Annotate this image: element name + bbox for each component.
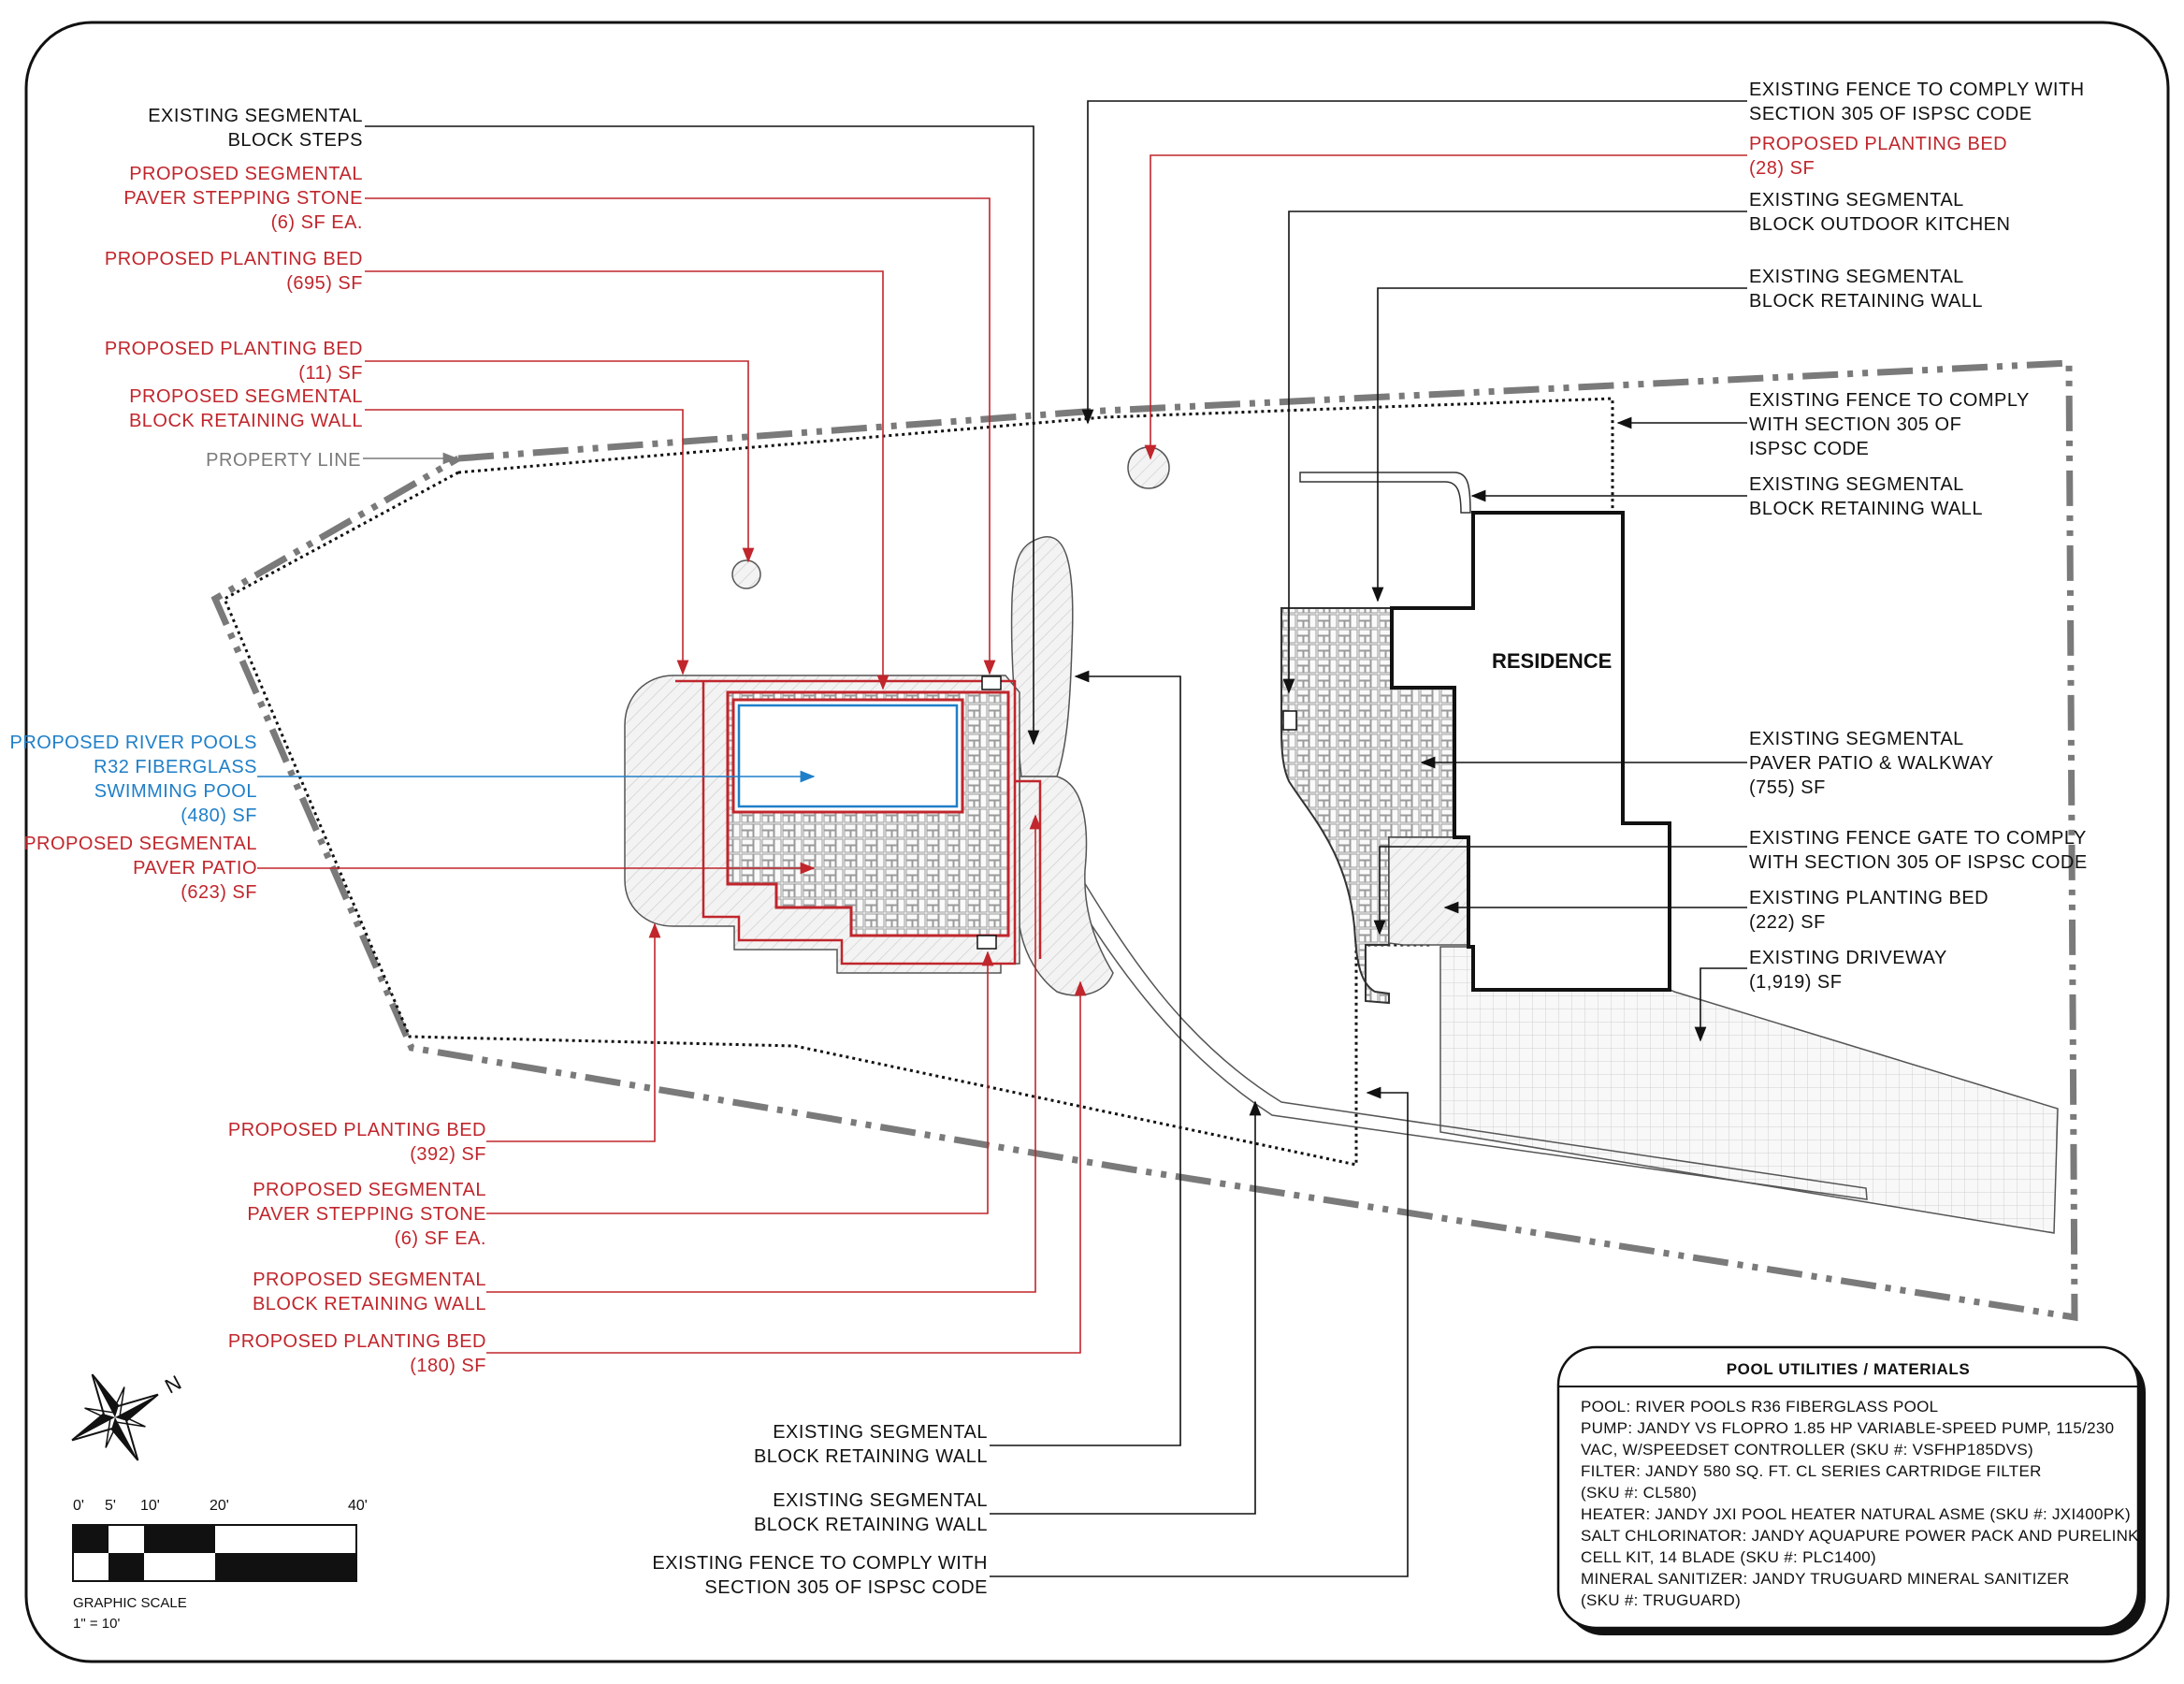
utilities-line: CELL KIT, 14 BLADE (SKU #: PLC1400) (1581, 1548, 1876, 1566)
label-existing-driveway: EXISTING DRIVEWAY(1,919) SF (1749, 948, 1947, 993)
graphic-scale: 0' 5' 10' 20' 40' GRAPHIC SCALE 1" = 10' (72, 1498, 368, 1632)
scale-tick-0: 0' (73, 1498, 84, 1514)
north-arrow-fill-d (72, 1414, 115, 1441)
label-proposed-planting-bed-392: PROPOSED PLANTING BED(392) SF (228, 1120, 486, 1165)
property-line (210, 359, 2078, 1322)
leaders-right (1081, 100, 1747, 1042)
stepping-stone (976, 935, 997, 950)
outdoor-kitchen-block (1282, 710, 1297, 731)
existing-block-steps (1010, 536, 1074, 777)
scale-seg-a (73, 1525, 108, 1553)
utilities-line: POOL: RIVER POOLS R36 FIBERGLASS POOL (1581, 1398, 1938, 1415)
utilities-line: PUMP: JANDY VS FLOPRO 1.85 HP VARIABLE-S… (1581, 1419, 2114, 1437)
proposed-planting-bed-180 (1019, 776, 1114, 996)
scale-ratio: 1" = 10' (73, 1616, 120, 1632)
utilities-line: (SKU #: TRUGUARD) (1581, 1591, 1741, 1609)
scale-title: GRAPHIC SCALE (73, 1595, 187, 1611)
proposed-retaining-wall (675, 679, 1017, 965)
utilities-table-frame (1556, 1345, 2140, 1630)
north-arrow-diag (84, 1386, 146, 1448)
proposed-retaining-wall-lower (1015, 779, 1042, 959)
scale-tick-5: 5' (105, 1498, 116, 1514)
label-proposed-planting-bed-28: PROPOSED PLANTING BED(28) SF (1749, 134, 2007, 179)
proposed-planting-bed-11 (731, 559, 761, 589)
scale-tick-10: 10' (140, 1498, 160, 1514)
north-arrow-fill-a (92, 1374, 119, 1417)
sheet-border (24, 21, 2170, 1663)
utilities-line: FILTER: JANDY 580 SQ. FT. CL SERIES CART… (1581, 1462, 2042, 1480)
north-arrow-fill-b (115, 1394, 158, 1421)
existing-paver-patio (1280, 607, 1455, 1005)
utilities-line: (SKU #: CL580) (1581, 1484, 1697, 1502)
north-arrow-fill-c (111, 1417, 138, 1460)
proposed-planting-bed-28 (1127, 446, 1170, 489)
label-proposed-planting-bed-695: PROPOSED PLANTING BED(695) SF (105, 249, 363, 294)
north-arrow (71, 1373, 159, 1461)
utilities-line: HEATER: JANDY JXI POOL HEATER NATURAL AS… (1581, 1505, 2131, 1523)
scale-seg-b (108, 1553, 144, 1581)
pool-water-edge (737, 704, 959, 808)
label-existing-planting-bed: EXISTING PLANTING BED(222) SF (1749, 888, 1989, 933)
residence-footprint (1390, 511, 1671, 992)
scale-tick-40: 40' (348, 1498, 368, 1514)
fence-line (457, 397, 1614, 510)
existing-walkway-strip (1055, 864, 1868, 1200)
utilities-table: POOL UTILITIES / MATERIALS POOL: RIVER P… (1556, 1345, 2146, 1635)
scale-tick-20: 20' (210, 1498, 229, 1514)
utilities-line: VAC, W/SPEEDSET CONTROLLER (SKU #: VSFHP… (1581, 1441, 2033, 1459)
leaders-bottom (486, 670, 1409, 1577)
north-arrow-label: N (161, 1371, 185, 1399)
scale-seg-d (215, 1553, 356, 1581)
leaders-left (257, 125, 1040, 875)
label-property-line: PROPERTY LINE (206, 450, 361, 471)
utilities-line: SALT CHLORINATOR: JANDY AQUAPURE POWER P… (1581, 1527, 2139, 1545)
residence-label: RESIDENCE (1492, 649, 1612, 673)
scale-seg-c (144, 1525, 215, 1553)
label-proposed-planting-bed-180: PROPOSED PLANTING BED(180) SF (228, 1331, 486, 1376)
label-proposed-planting-bed-11: PROPOSED PLANTING BED(11) SF (105, 339, 363, 384)
labels-bottom: PROPOSED PLANTING BED(392) SF PROPOSED S… (228, 1120, 988, 1598)
existing-planting-bed (1388, 836, 1469, 946)
utilities-title: POOL UTILITIES / MATERIALS (1727, 1360, 1971, 1378)
existing-retaining-wall-top (1299, 472, 1471, 514)
utilities-line: MINERAL SANITIZER: JANDY TRUGUARD MINERA… (1581, 1570, 2070, 1588)
stepping-stone (981, 675, 1002, 690)
